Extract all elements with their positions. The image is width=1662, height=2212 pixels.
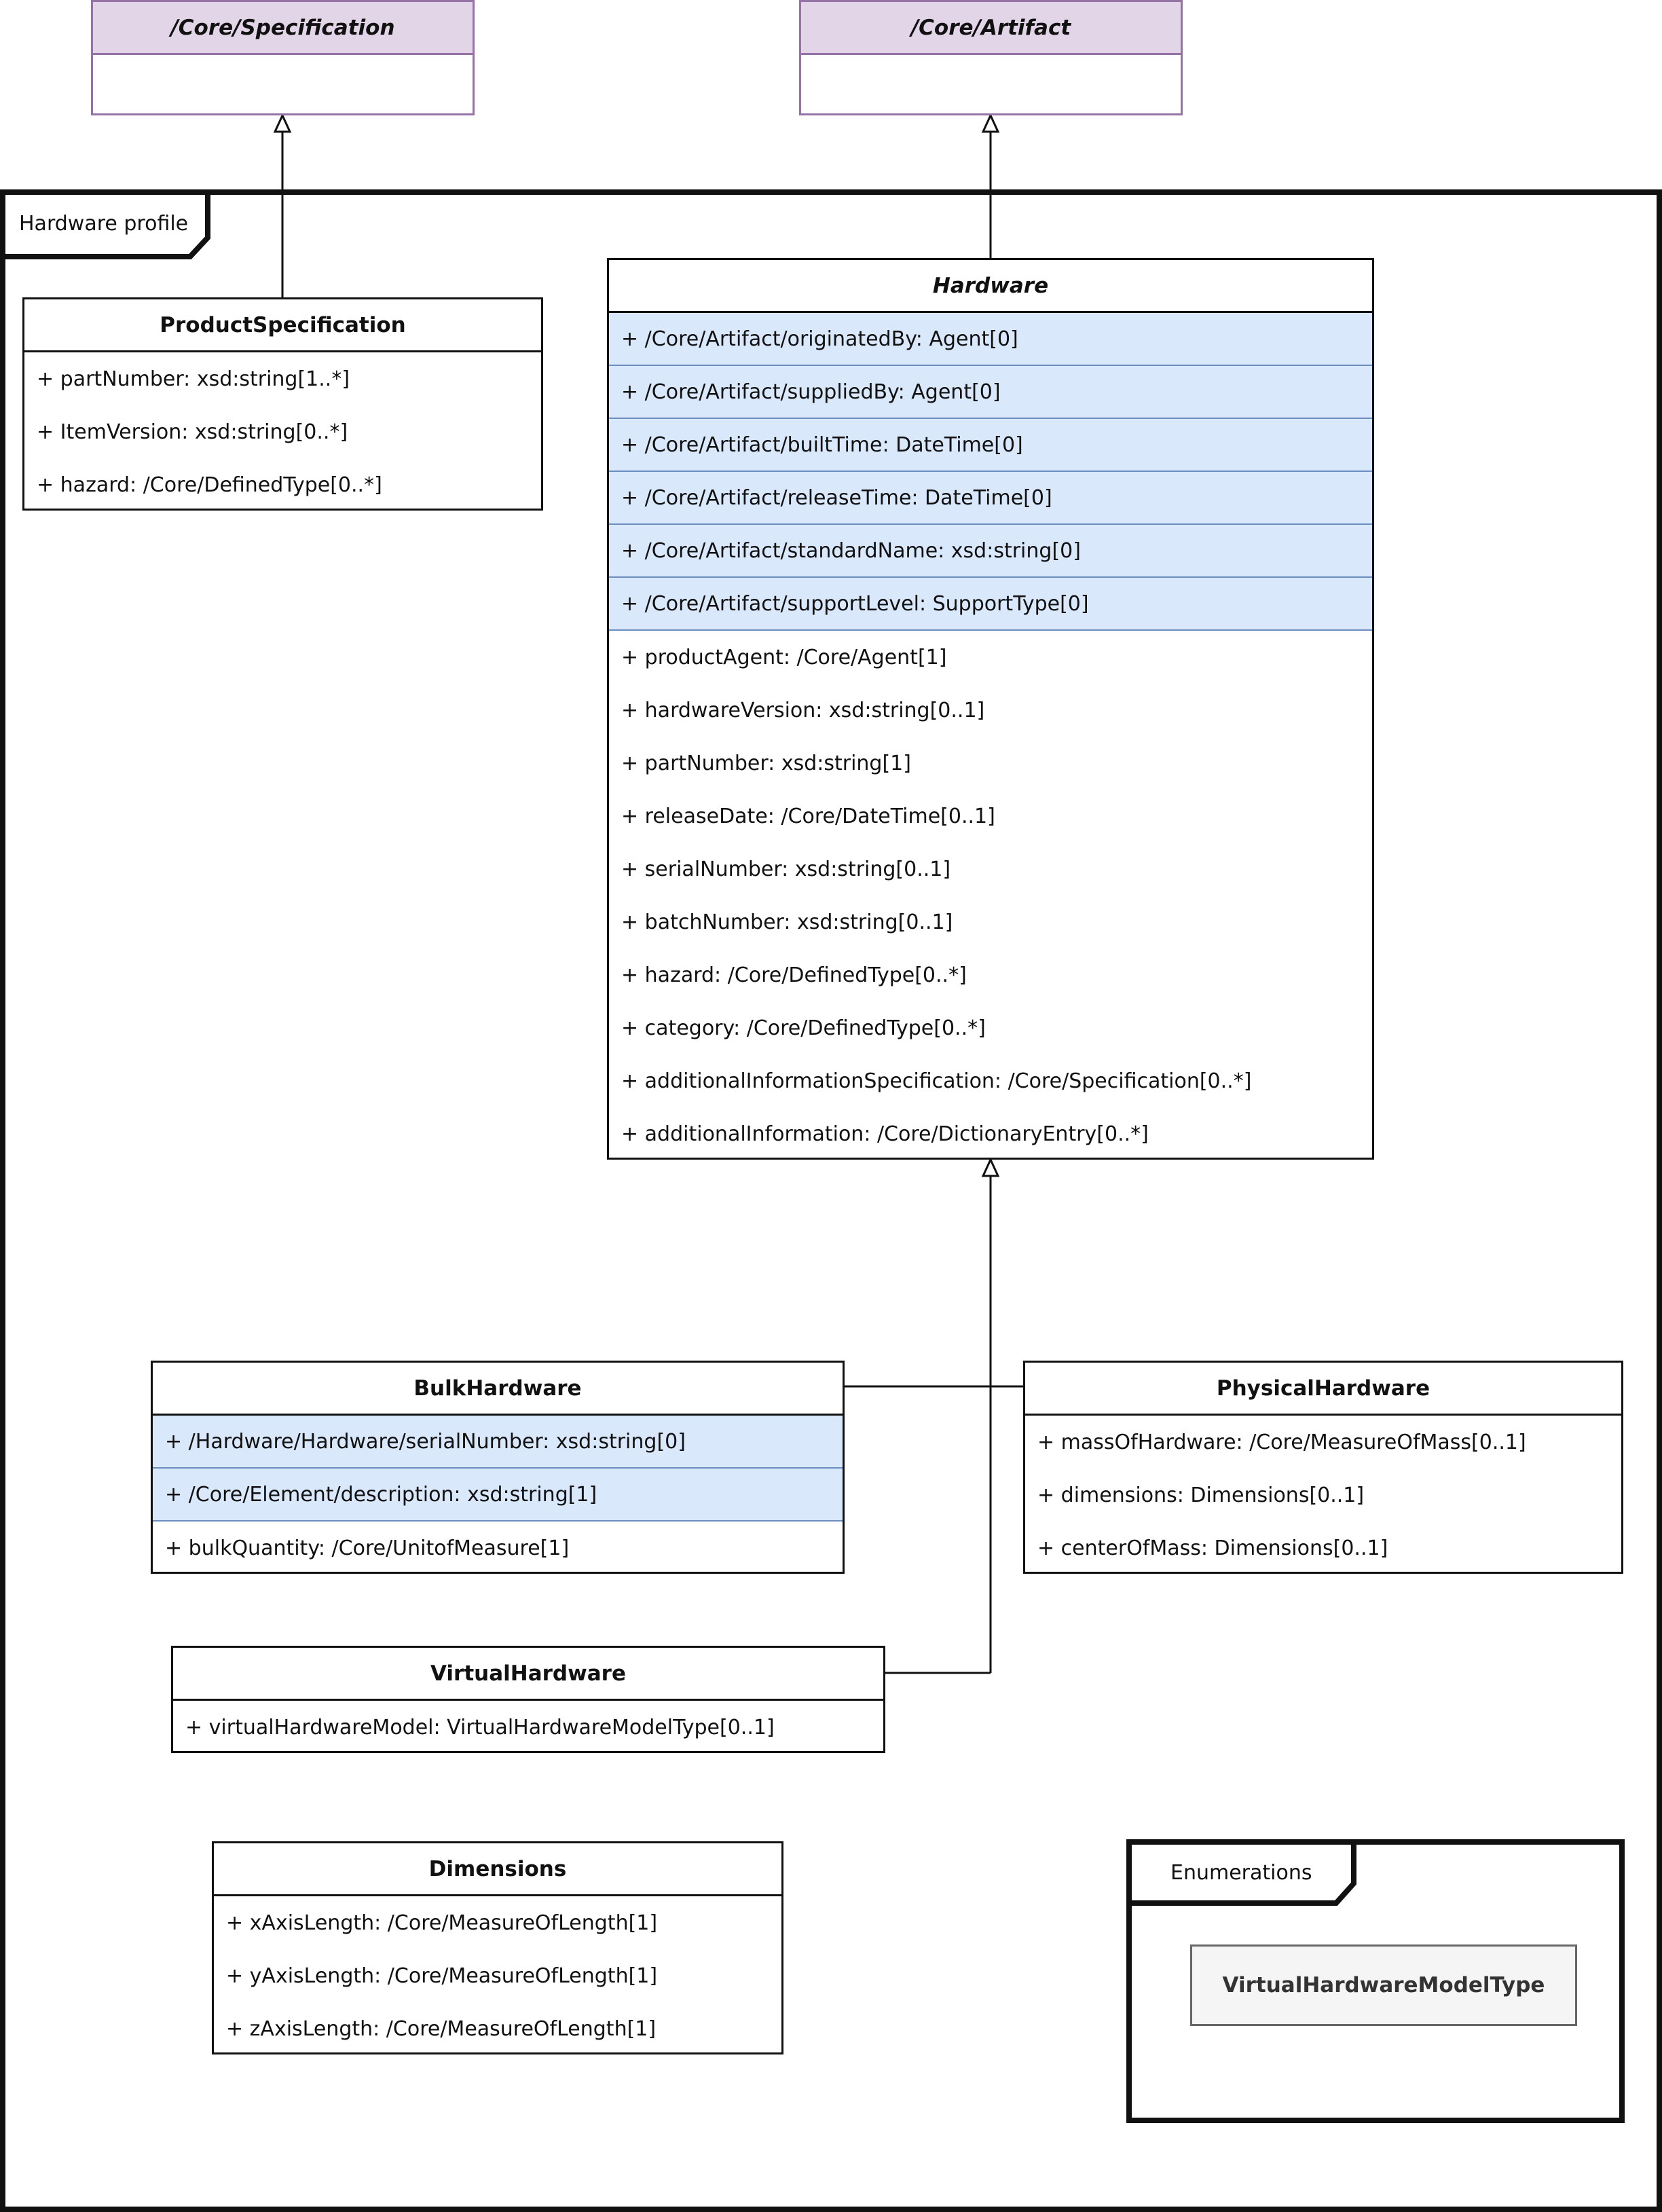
attribute-row: + ItemVersion: xsd:string[0..*] xyxy=(37,420,348,444)
attribute-row: + centerOfMass: Dimensions[0..1] xyxy=(1037,1536,1388,1560)
class-title: /Core/Specification xyxy=(93,2,473,55)
attribute-row: + partNumber: xsd:string[1..*] xyxy=(37,367,350,391)
inherited-attribute-row: + /Core/Artifact/supportLevel: SupportTy… xyxy=(609,578,1372,631)
enumerations-package-frame xyxy=(1126,1839,1625,2123)
hardware-profile-package-frame xyxy=(0,189,1662,2212)
class-title: ProductSpecification xyxy=(24,299,541,352)
generalization-arrowhead xyxy=(981,1157,1000,1177)
class-title: VirtualHardware xyxy=(173,1648,883,1701)
attribute-row: + productAgent: /Core/Agent[1] xyxy=(621,645,947,669)
inherited-attribute-row: + /Core/Artifact/builtTime: DateTime[0] xyxy=(609,419,1372,472)
attribute-row: + dimensions: Dimensions[0..1] xyxy=(1037,1483,1365,1507)
bulkhardware-class: BulkHardware + /Hardware/Hardware/serial… xyxy=(151,1361,845,1574)
enumerations-package-label: Enumerations xyxy=(1170,1861,1312,1885)
attribute-row: + hazard: /Core/DefinedType[0..*] xyxy=(621,963,967,987)
attribute-row: + partNumber: xsd:string[1] xyxy=(621,751,911,775)
inherited-attribute-row: + /Core/Artifact/suppliedBy: Agent[0] xyxy=(609,366,1372,419)
attribute-row: + hazard: /Core/DefinedType[0..*] xyxy=(37,473,382,497)
package-label: Hardware profile xyxy=(19,212,189,236)
virtualhardware-class: VirtualHardware + virtualHardwareModel: … xyxy=(171,1646,885,1753)
inherited-attribute-row: + /Hardware/Hardware/serialNumber: xsd:s… xyxy=(153,1416,843,1469)
generalization-arrowhead xyxy=(981,113,1000,133)
hardware-class: Hardware + /Core/Artifact/originatedBy: … xyxy=(607,258,1374,1160)
attribute-row: + massOfHardware: /Core/MeasureOfMass[0.… xyxy=(1037,1430,1526,1454)
class-title: BulkHardware xyxy=(153,1363,843,1416)
physicalhardware-class: PhysicalHardware + massOfHardware: /Core… xyxy=(1023,1361,1623,1574)
inherited-attribute-row: + /Core/Artifact/standardName: xsd:strin… xyxy=(609,525,1372,578)
generalization-arrowhead xyxy=(273,113,292,133)
enumeration-virtualhardwaremodeltype: VirtualHardwareModelType xyxy=(1190,1944,1577,2026)
attribute-row: + yAxisLength: /Core/MeasureOfLength[1] xyxy=(226,1964,658,1988)
core-specification-class: /Core/Specification xyxy=(91,0,475,115)
attribute-row: + virtualHardwareModel: VirtualHardwareM… xyxy=(185,1715,775,1739)
attribute-row: + batchNumber: xsd:string[0..1] xyxy=(621,910,953,934)
attribute-row: + xAxisLength: /Core/MeasureOfLength[1] xyxy=(226,1911,658,1935)
productspecification-class: ProductSpecification + partNumber: xsd:s… xyxy=(22,297,543,511)
dimensions-class: Dimensions + xAxisLength: /Core/MeasureO… xyxy=(212,1841,783,2054)
attribute-row: + additionalInformationSpecification: /C… xyxy=(621,1069,1252,1093)
attribute-row: + additionalInformation: /Core/Dictionar… xyxy=(621,1122,1149,1146)
core-artifact-class: /Core/Artifact xyxy=(799,0,1183,115)
inherited-attribute-row: + /Core/Element/description: xsd:string[… xyxy=(153,1469,843,1522)
attribute-row: + bulkQuantity: /Core/UnitofMeasure[1] xyxy=(165,1536,570,1560)
inherited-attribute-row: + /Core/Artifact/originatedBy: Agent[0] xyxy=(609,313,1372,366)
attribute-row: + category: /Core/DefinedType[0..*] xyxy=(621,1016,986,1040)
class-title: Dimensions xyxy=(214,1843,781,1896)
class-title: /Core/Artifact xyxy=(801,2,1181,55)
attribute-row: + releaseDate: /Core/DateTime[0..1] xyxy=(621,804,995,828)
inherited-attribute-row: + /Core/Artifact/releaseTime: DateTime[0… xyxy=(609,472,1372,525)
attribute-row: + hardwareVersion: xsd:string[0..1] xyxy=(621,698,985,722)
attribute-row: + zAxisLength: /Core/MeasureOfLength[1] xyxy=(226,2016,657,2041)
attribute-row: + serialNumber: xsd:string[0..1] xyxy=(621,857,951,881)
class-title: PhysicalHardware xyxy=(1025,1363,1621,1416)
class-title: Hardware xyxy=(609,260,1372,313)
